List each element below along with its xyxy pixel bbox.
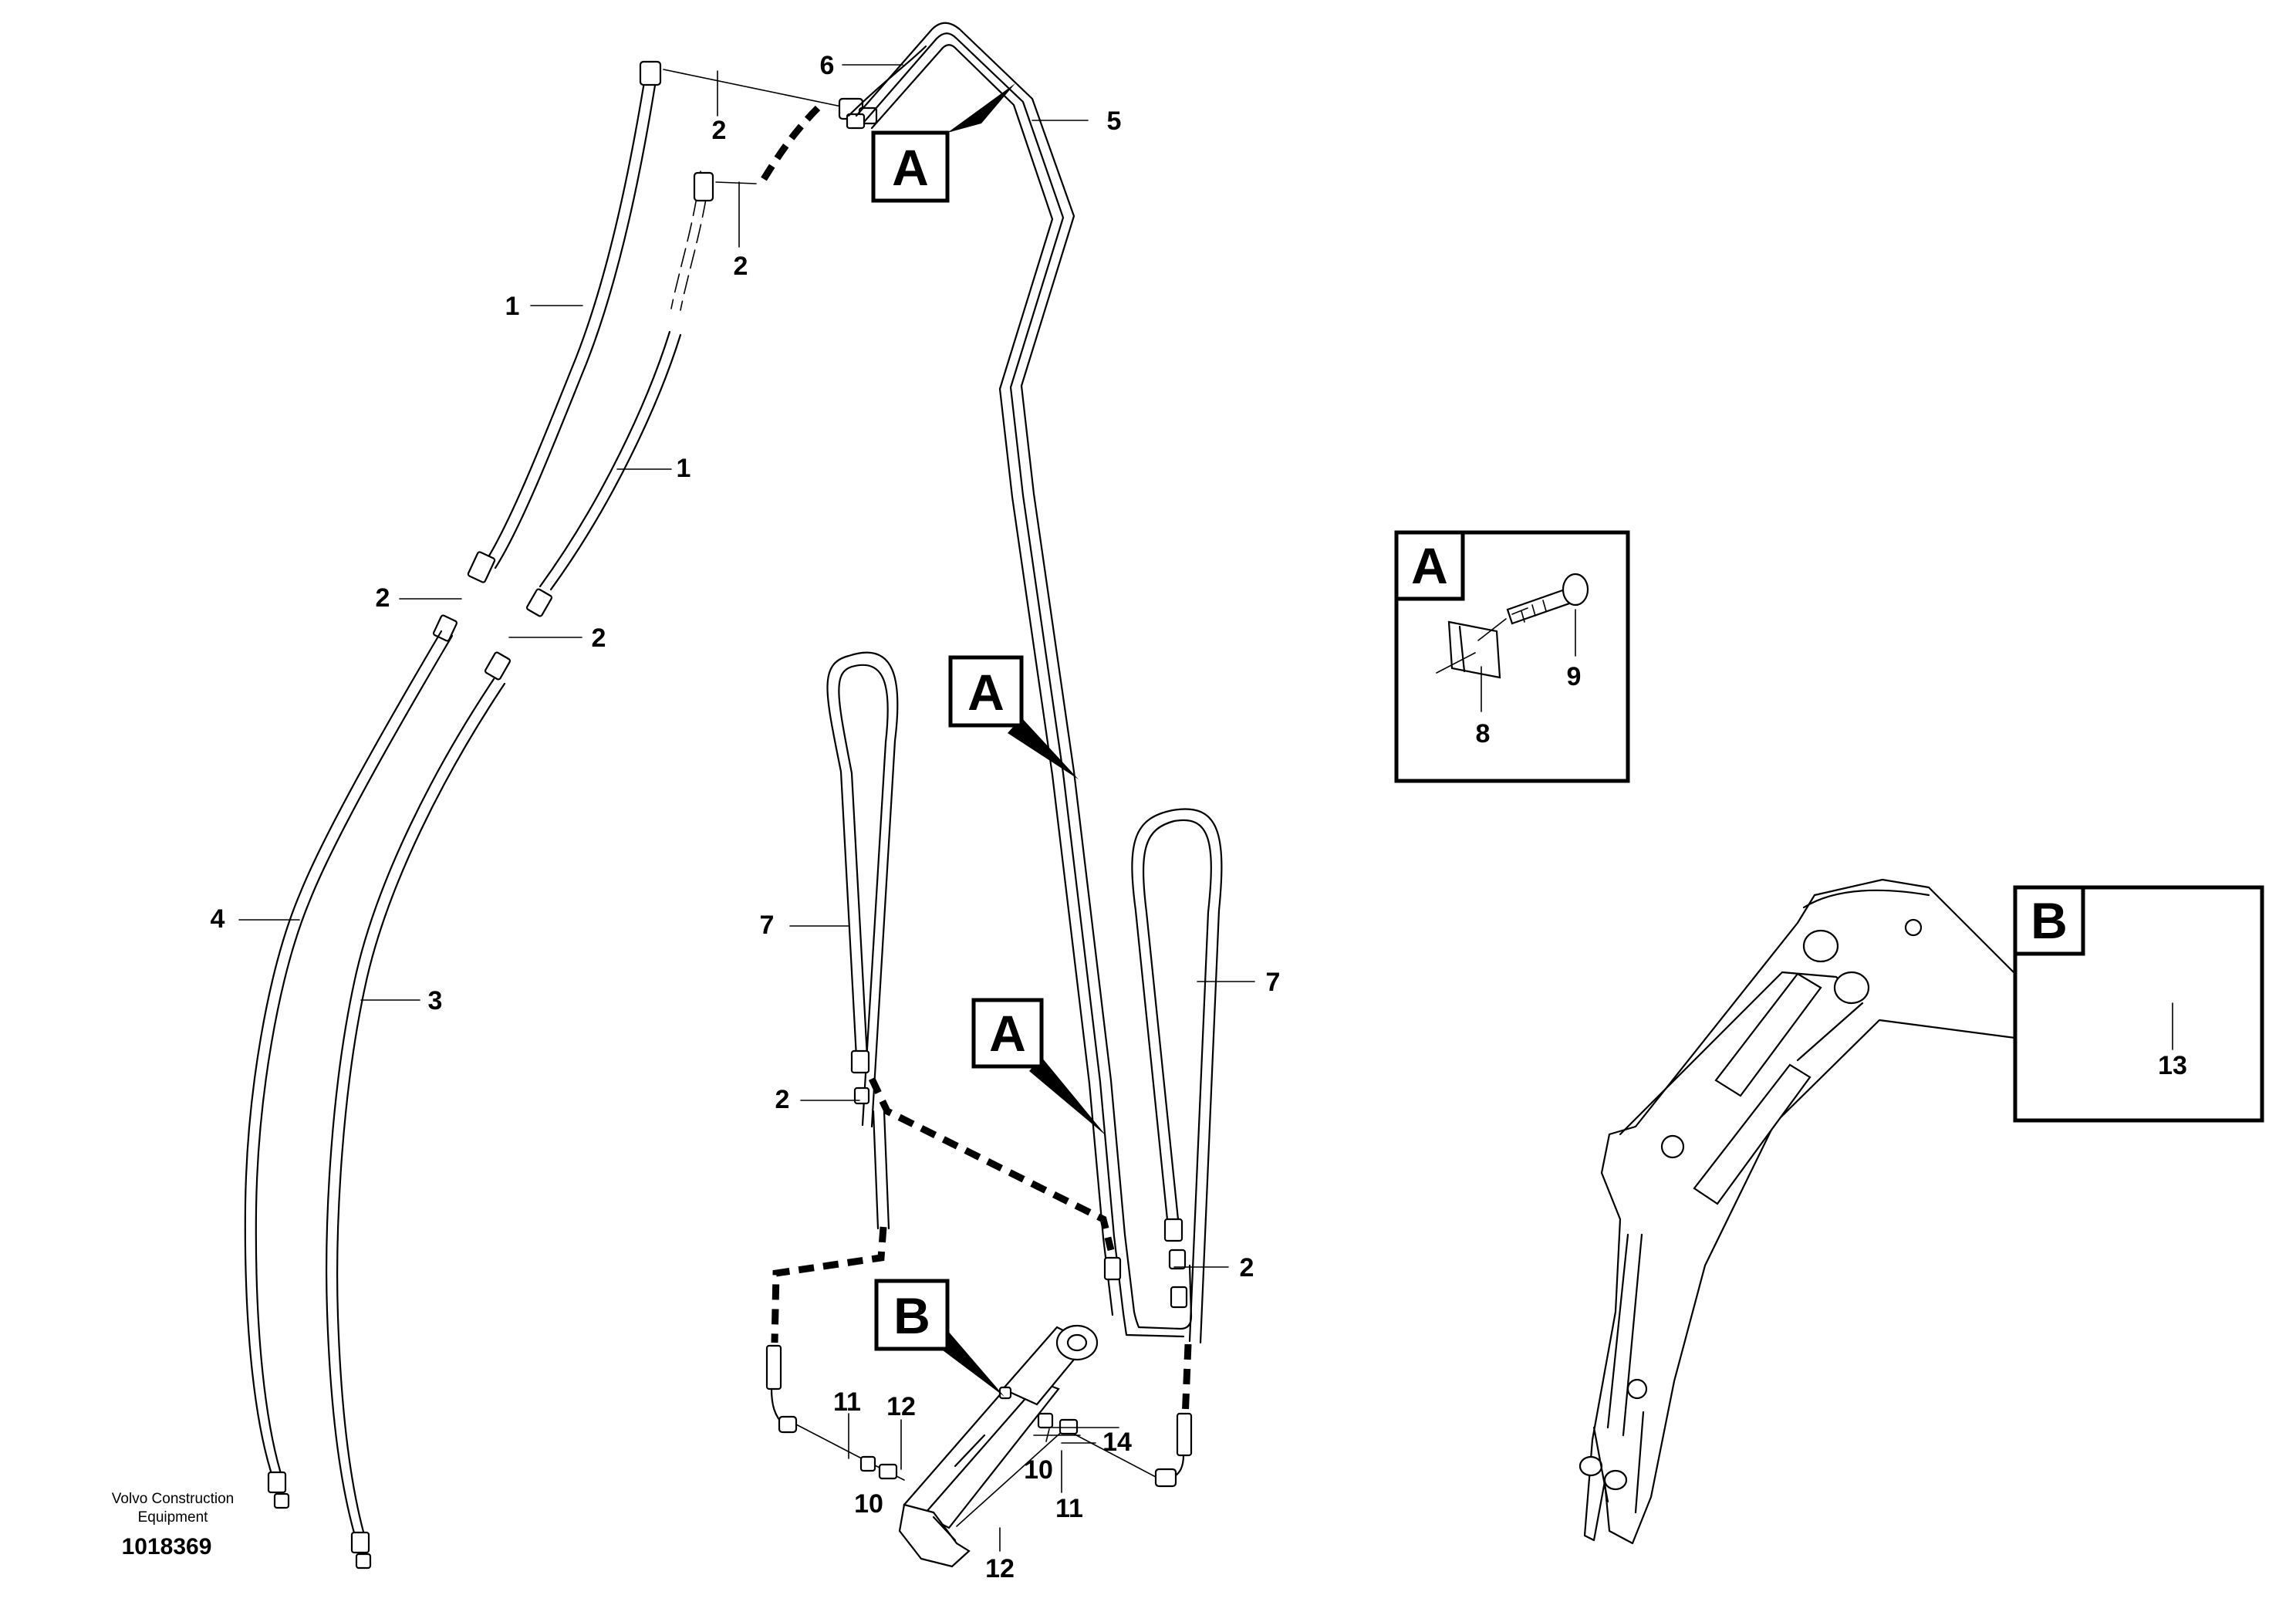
view-letter: A <box>989 1005 1026 1062</box>
detail-letter: A <box>1411 537 1448 594</box>
detail-a-frame: A <box>1394 530 1630 783</box>
fitting-upper-left <box>433 551 496 642</box>
callout-10: 10 <box>1024 1455 1053 1485</box>
hose-1-inner <box>525 171 714 617</box>
view-letter: B <box>893 1287 930 1344</box>
callout-7: 7 <box>760 911 775 940</box>
pipe-5-6 <box>847 22 1193 1338</box>
lower-left-hose-end <box>765 1344 905 1481</box>
callout-3: 3 <box>428 986 443 1015</box>
callout-12: 12 <box>886 1392 916 1421</box>
callout-12: 12 <box>985 1554 1015 1583</box>
detail-letter: B <box>2031 892 2068 949</box>
callout-8: 8 <box>1476 719 1491 748</box>
detail-b-frame: B <box>2013 885 2264 1123</box>
view-letter: A <box>967 664 1004 721</box>
view-marker-a-mid: A <box>948 655 1079 779</box>
callout-2: 2 <box>592 623 606 653</box>
view-marker-b: B <box>874 1279 1004 1397</box>
hose-4 <box>244 630 454 1509</box>
callout-labels: 6 5 2 2 1 1 2 2 4 3 7 7 2 2 11 12 14 10 … <box>211 51 2187 1583</box>
callout-2: 2 <box>734 252 748 281</box>
view-letter: A <box>892 139 929 196</box>
lower-right-hose-end <box>956 1386 1193 1527</box>
callout-2: 2 <box>712 116 727 145</box>
callout-5: 5 <box>1107 106 1122 136</box>
company-name-line2: Equipment <box>138 1509 209 1526</box>
cylinder-14 <box>898 1324 1099 1568</box>
lower-dashed-links <box>771 1077 1192 1421</box>
callout-7: 7 <box>1266 968 1281 997</box>
upper-connections <box>663 69 878 184</box>
callout-6: 6 <box>820 51 835 80</box>
callout-1: 1 <box>505 292 520 321</box>
callout-10: 10 <box>854 1489 883 1519</box>
hose-1-left <box>483 60 662 569</box>
hose-3 <box>326 678 506 1570</box>
fitting-lower-inner <box>484 651 512 681</box>
hose-7-right <box>1131 808 1223 1344</box>
callout-2: 2 <box>775 1085 790 1114</box>
figure-footer: Volvo Construction Equipment 1018369 <box>112 1491 234 1559</box>
company-name: Volvo Construction <box>112 1491 234 1507</box>
callout-2: 2 <box>376 583 390 613</box>
callout-4: 4 <box>211 904 225 934</box>
figure-number: 1018369 <box>122 1534 212 1559</box>
callout-11: 11 <box>833 1387 861 1417</box>
callout-1: 1 <box>677 454 691 483</box>
view-marker-a-top: A <box>871 83 1015 203</box>
callout-9: 9 <box>1567 662 1582 691</box>
view-marker-a-low: A <box>971 998 1106 1136</box>
hose-7-left <box>826 651 899 1230</box>
leader-lines <box>238 64 1255 1552</box>
callout-14: 14 <box>1102 1428 1132 1457</box>
callout-11: 11 <box>1055 1494 1083 1523</box>
callout-13: 13 <box>2158 1051 2187 1080</box>
callout-2: 2 <box>1240 1253 1254 1282</box>
